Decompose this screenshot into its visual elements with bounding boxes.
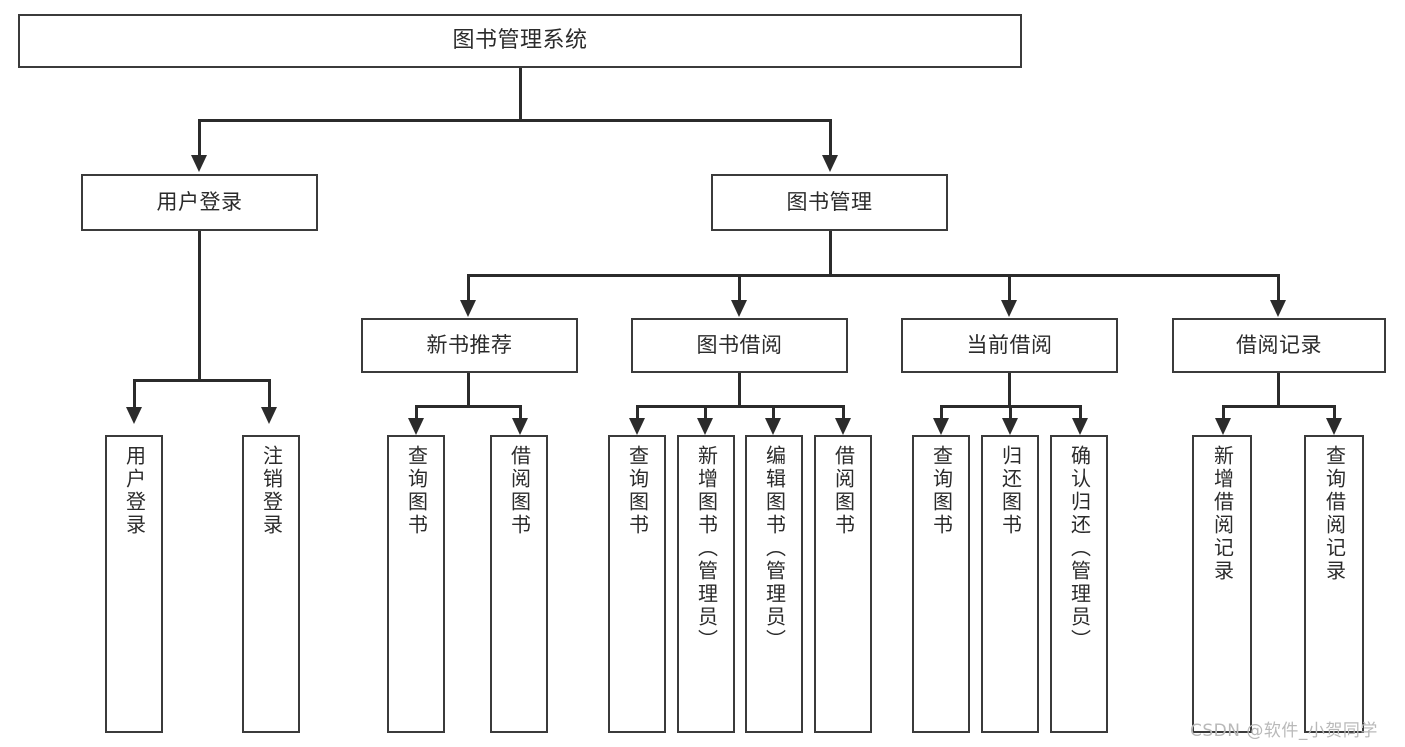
leaf-current-borrow-2[interactable]: 确认归还（管理员） <box>1050 435 1108 733</box>
edge-level2-bus <box>467 274 1279 277</box>
edge-user-login-bus <box>133 379 271 382</box>
arrow-leaf-user-login-0 <box>126 407 142 424</box>
arrow-leaf-user-login-1 <box>261 407 277 424</box>
leaf-book-borrow-3[interactable]: 借阅图书 <box>814 435 872 733</box>
edge-drop-book-borrow <box>738 274 741 302</box>
edge-root-stem <box>519 68 522 120</box>
node-book-manage-label: 图书管理 <box>786 190 873 215</box>
arrow-new-book <box>460 300 476 317</box>
leaf-borrow-record-0-label: 新增借阅记录 <box>1210 445 1235 583</box>
arrow-leaf-current-borrow-1 <box>1002 418 1018 435</box>
leaf-borrow-record-1[interactable]: 查询借阅记录 <box>1304 435 1364 733</box>
leaf-user-login-0[interactable]: 用户登录 <box>105 435 163 733</box>
arrow-leaf-book-borrow-1 <box>697 418 713 435</box>
node-borrow-record-label: 借阅记录 <box>1236 333 1322 358</box>
arrow-book-manage <box>822 155 838 172</box>
edge-drop-new-book <box>467 274 470 302</box>
edge-root-bus <box>198 119 832 122</box>
leaf-book-borrow-2[interactable]: 编辑图书（管理员） <box>745 435 803 733</box>
leaf-borrow-record-1-label: 查询借阅记录 <box>1322 445 1347 583</box>
edge-book-borrow-bus <box>636 405 845 408</box>
node-new-book-recommend[interactable]: 新书推荐 <box>361 318 578 373</box>
leaf-book-borrow-1[interactable]: 新增图书（管理员） <box>677 435 735 733</box>
leaf-borrow-record-0[interactable]: 新增借阅记录 <box>1192 435 1252 733</box>
edge-borrow-record-bus <box>1222 405 1336 408</box>
leaf-book-borrow-2-label: 编辑图书（管理员） <box>762 445 787 652</box>
edge-drop-leaf-current-borrow-0 <box>940 405 943 421</box>
edge-drop-borrow-record <box>1277 274 1280 302</box>
node-current-borrow-label: 当前借阅 <box>966 333 1053 358</box>
edge-drop-leaf-current-borrow-2 <box>1079 405 1082 421</box>
leaf-current-borrow-1-label: 归还图书 <box>998 445 1023 537</box>
arrow-leaf-borrow-record-0 <box>1215 418 1231 435</box>
leaf-current-borrow-0-label: 查询图书 <box>929 445 954 537</box>
leaf-current-borrow-1[interactable]: 归还图书 <box>981 435 1039 733</box>
arrow-current-borrow <box>1001 300 1017 317</box>
edge-drop-leaf-book-borrow-1 <box>704 405 707 421</box>
arrow-book-borrow <box>731 300 747 317</box>
edge-drop-book-manage <box>829 119 832 157</box>
leaf-new-book-0-label: 查询图书 <box>404 445 429 537</box>
node-user-login[interactable]: 用户登录 <box>81 174 318 231</box>
leaf-book-borrow-3-label: 借阅图书 <box>831 445 856 537</box>
leaf-current-borrow-0[interactable]: 查询图书 <box>912 435 970 733</box>
arrow-borrow-record <box>1270 300 1286 317</box>
arrow-leaf-new-book-1 <box>512 418 528 435</box>
arrow-leaf-book-borrow-2 <box>765 418 781 435</box>
edge-drop-leaf-book-borrow-0 <box>636 405 639 421</box>
leaf-book-borrow-0[interactable]: 查询图书 <box>608 435 666 733</box>
leaf-user-login-1[interactable]: 注销登录 <box>242 435 300 733</box>
edge-drop-leaf-user-login-1 <box>268 379 271 409</box>
edge-drop-leaf-new-book-0 <box>415 405 418 421</box>
edge-drop-leaf-borrow-record-1 <box>1333 405 1336 421</box>
node-book-borrow-label: 图书借阅 <box>696 333 783 358</box>
edge-drop-leaf-borrow-record-0 <box>1222 405 1225 421</box>
node-root[interactable]: 图书管理系统 <box>18 14 1022 68</box>
arrow-leaf-current-borrow-2 <box>1072 418 1088 435</box>
edge-book-borrow-stem <box>738 373 741 407</box>
leaf-new-book-0[interactable]: 查询图书 <box>387 435 445 733</box>
edge-drop-current-borrow <box>1008 274 1011 302</box>
csdn-watermark: CSDN @软件_小贺同学 <box>1190 721 1378 741</box>
edge-drop-user-login <box>198 119 201 157</box>
edge-drop-leaf-new-book-1 <box>519 405 522 421</box>
leaf-new-book-1-label: 借阅图书 <box>507 445 532 537</box>
node-book-borrow[interactable]: 图书借阅 <box>631 318 848 373</box>
node-new-book-recommend-label: 新书推荐 <box>426 333 513 358</box>
arrow-leaf-book-borrow-0 <box>629 418 645 435</box>
node-current-borrow[interactable]: 当前借阅 <box>901 318 1118 373</box>
leaf-user-login-1-label: 注销登录 <box>259 445 284 537</box>
edge-current-borrow-stem <box>1008 373 1011 407</box>
node-user-login-label: 用户登录 <box>156 190 243 215</box>
edge-borrow-record-stem <box>1277 373 1280 407</box>
arrow-leaf-book-borrow-3 <box>835 418 851 435</box>
arrow-leaf-new-book-0 <box>408 418 424 435</box>
edge-new-book-stem <box>467 373 470 407</box>
edge-drop-leaf-book-borrow-3 <box>842 405 845 421</box>
arrow-user-login <box>191 155 207 172</box>
leaf-book-borrow-1-label: 新增图书（管理员） <box>694 445 719 652</box>
edge-user-login-stem <box>198 231 201 381</box>
edge-drop-leaf-current-borrow-1 <box>1009 405 1012 421</box>
leaf-new-book-1[interactable]: 借阅图书 <box>490 435 548 733</box>
edge-new-book-bus <box>415 405 522 408</box>
arrow-leaf-borrow-record-1 <box>1326 418 1342 435</box>
leaf-current-borrow-2-label: 确认归还（管理员） <box>1067 445 1092 652</box>
node-root-label: 图书管理系统 <box>452 27 588 53</box>
node-book-manage[interactable]: 图书管理 <box>711 174 948 231</box>
edge-drop-leaf-book-borrow-2 <box>772 405 775 421</box>
node-borrow-record[interactable]: 借阅记录 <box>1172 318 1386 373</box>
edge-book-manage-stem <box>829 231 832 276</box>
leaf-book-borrow-0-label: 查询图书 <box>625 445 650 537</box>
leaf-user-login-0-label: 用户登录 <box>122 445 147 537</box>
edge-drop-leaf-user-login-0 <box>133 379 136 409</box>
arrow-leaf-current-borrow-0 <box>933 418 949 435</box>
